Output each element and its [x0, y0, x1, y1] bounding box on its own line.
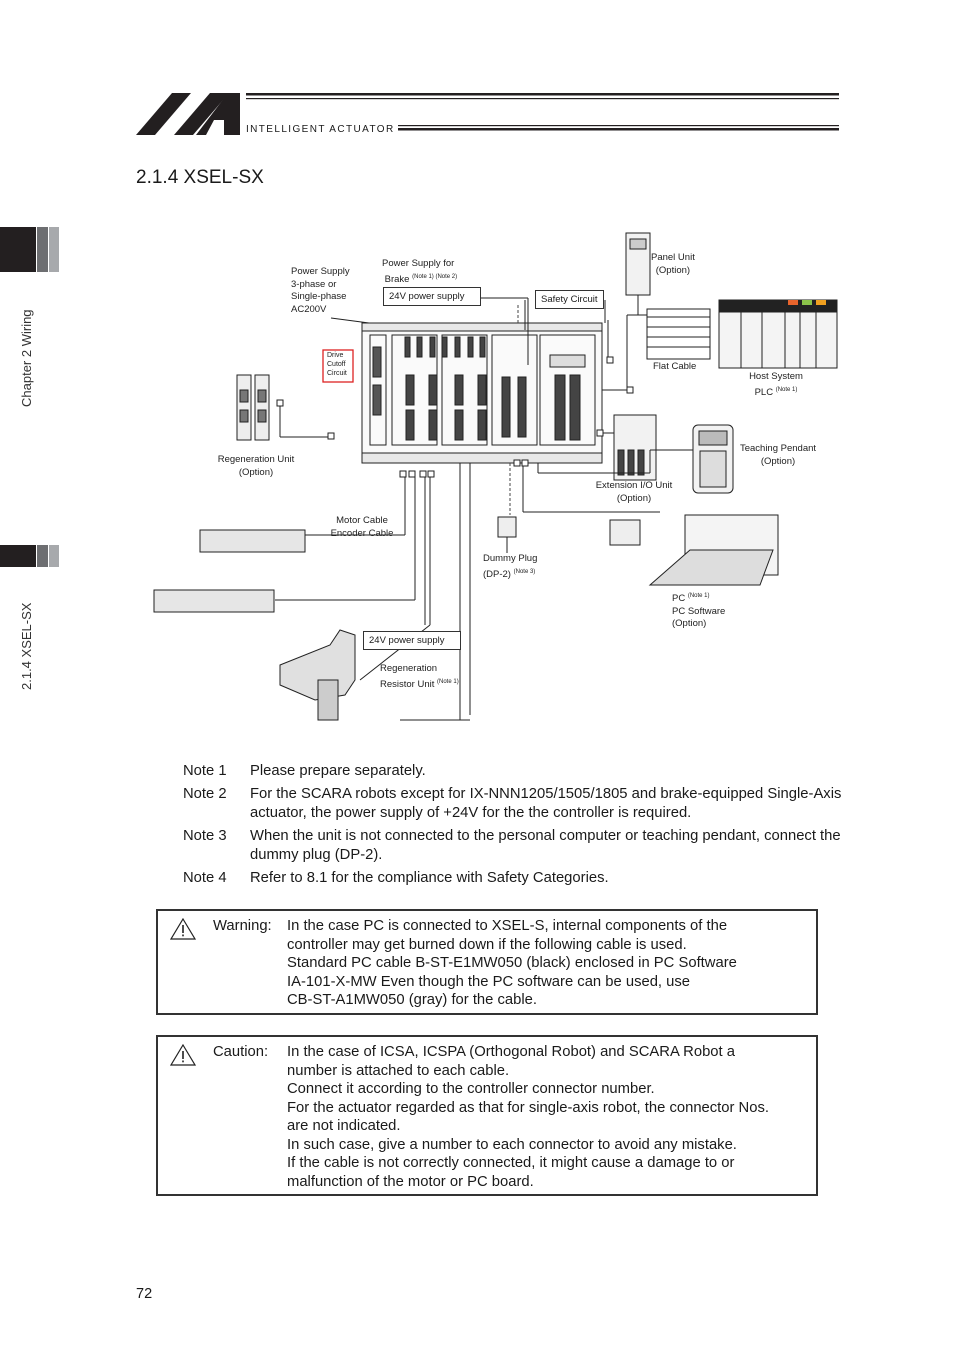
motor-encoder-cable-label: Motor Cable Encoder Cable — [330, 515, 394, 539]
extension-io-label: Extension I/O Unit (Option) — [595, 480, 673, 504]
warning-text: In the case PC is connected to XSEL-S, i… — [287, 918, 737, 1008]
safety-circuit-box: Safety Circuit — [535, 290, 604, 309]
pc-label: PC (Note 1) PC Software (Option) — [672, 593, 726, 630]
panel-unit-label: Panel Unit (Option) — [651, 252, 695, 276]
regeneration-resistor-label: Regeneration Resistor Unit (Note 1) — [380, 663, 459, 690]
section-tab-marker — [0, 545, 59, 567]
wiring-diagram — [153, 232, 838, 721]
teaching-pendant-label: Teaching Pendant (Option) — [739, 443, 817, 467]
note-item: Note 3 When the unit is not connected to… — [183, 828, 841, 863]
warning-box: Warning: In the case PC is connected to … — [156, 909, 818, 1015]
brake-power-label: Power Supply for Brake (Note 1) (Note 2) — [382, 258, 458, 285]
chapter-side-label: Chapter 2 Wiring — [19, 309, 34, 407]
caution-triangle-icon — [170, 1044, 196, 1066]
section-title: 2.1.4 XSEL-SX — [136, 167, 264, 188]
drive-cutoff-label: Drive Cutoff Circuit — [327, 352, 347, 377]
regeneration-unit-label: Regeneration Unit (Option) — [217, 454, 295, 478]
host-system-label: Host System PLC (Note 1) — [749, 371, 803, 398]
dummy-plug-label: Dummy Plug (DP-2) (Note 3) — [483, 553, 538, 580]
note-item: Note 4 Refer to 8.1 for the compliance w… — [183, 870, 609, 886]
notes-list: Note 1 Please prepare separately. Note 2… — [183, 762, 843, 892]
ia-logo — [136, 93, 839, 135]
caution-text: In the case of ICSA, ICSPA (Orthogonal R… — [287, 1044, 769, 1190]
caution-box: Caution: In the case of ICSA, ICSPA (Ort… — [156, 1035, 818, 1196]
warning-heading: Warning: — [213, 918, 272, 934]
note-item: Note 1 Please prepare separately. — [183, 763, 426, 779]
warning-triangle-icon — [170, 918, 196, 940]
chapter-tab-marker — [0, 227, 59, 272]
power-supply-label: Power Supply 3-phase or Single-phase AC2… — [291, 266, 350, 315]
page-number: 72 — [136, 1286, 153, 1302]
note-item: Note 2 For the SCARA robots except for I… — [183, 786, 842, 821]
supply-24v-box-bottom: 24V power supply — [363, 631, 461, 650]
section-side-label: 2.1.4 XSEL-SX — [19, 602, 34, 690]
brand-name: INTELLIGENT ACTUATOR — [246, 124, 395, 135]
caution-heading: Caution: — [213, 1044, 269, 1060]
supply-24v-box-top: 24V power supply — [383, 287, 481, 306]
flat-cable-label: Flat Cable — [653, 361, 697, 372]
